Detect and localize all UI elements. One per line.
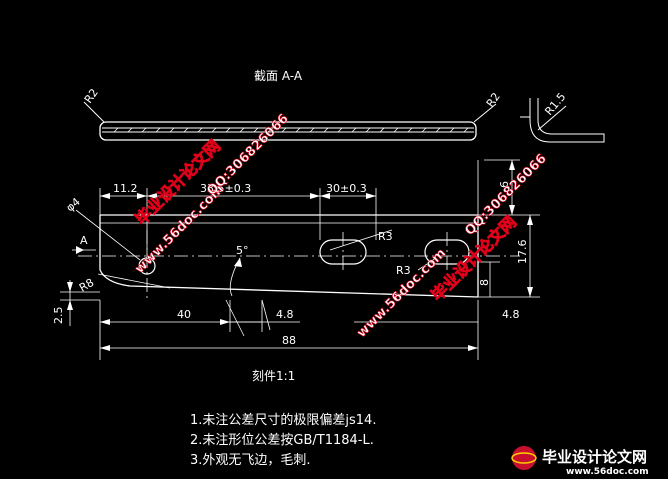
dim-40: 40 bbox=[177, 308, 191, 321]
dim-8: 8 bbox=[478, 279, 491, 286]
section-label: 截面 A-A bbox=[254, 69, 303, 83]
note-3: 3.外观无飞边，毛刺. bbox=[190, 453, 311, 468]
bend-detail bbox=[520, 98, 605, 143]
dim-4-8-mid: 4.8 bbox=[276, 308, 294, 321]
arrowheads bbox=[67, 160, 533, 351]
dim-30: 30±0.3 bbox=[326, 182, 367, 195]
radius-r1-5: R1.5 bbox=[542, 90, 568, 118]
dim-angle: 5° bbox=[236, 244, 249, 257]
dim-r3-right: R3 bbox=[396, 264, 411, 277]
extension-lines bbox=[60, 159, 540, 360]
dim-4-8-right: 4.8 bbox=[502, 308, 520, 321]
view-label: 刻件1:1 bbox=[252, 369, 295, 383]
dim-phi4: φ4 bbox=[64, 195, 83, 214]
note-2: 2.未注形位公差按GB/T1184-L. bbox=[190, 433, 374, 448]
main-view-outline bbox=[99, 214, 479, 298]
dim-17-6: 17.6 bbox=[516, 240, 529, 265]
watermarks: www.56doc.com 毕业设计论文网 QQ:306826066 www.5… bbox=[131, 111, 550, 341]
technical-notes: 1.未注公差尺寸的极限偏差js14. 2.未注形位公差按GB/T1184-L. … bbox=[190, 412, 376, 468]
radius-r2-right: R2 bbox=[484, 90, 503, 109]
note-1: 1.未注公差尺寸的极限偏差js14. bbox=[190, 412, 376, 428]
logo-globe-icon bbox=[512, 446, 536, 470]
dim-11-2: 11.2 bbox=[113, 182, 138, 195]
dim-88: 88 bbox=[282, 334, 296, 347]
logo-url-text: www.56doc.com bbox=[566, 467, 649, 477]
section-aa-profile bbox=[83, 101, 497, 141]
dim-r8: R8 bbox=[77, 276, 96, 295]
site-logo: 毕业设计论文网 www.56doc.com bbox=[511, 446, 649, 477]
logo-brand-text: 毕业设计论文网 bbox=[542, 448, 647, 466]
dim-r3-slot: R3 bbox=[378, 230, 393, 243]
dimension-lines bbox=[69, 160, 531, 349]
dim-2-5: 2.5 bbox=[52, 307, 65, 325]
dim-6: 6 bbox=[498, 181, 511, 188]
dim-33-5: 33.5±0.3 bbox=[200, 182, 251, 195]
view-a-label: A bbox=[80, 234, 88, 247]
